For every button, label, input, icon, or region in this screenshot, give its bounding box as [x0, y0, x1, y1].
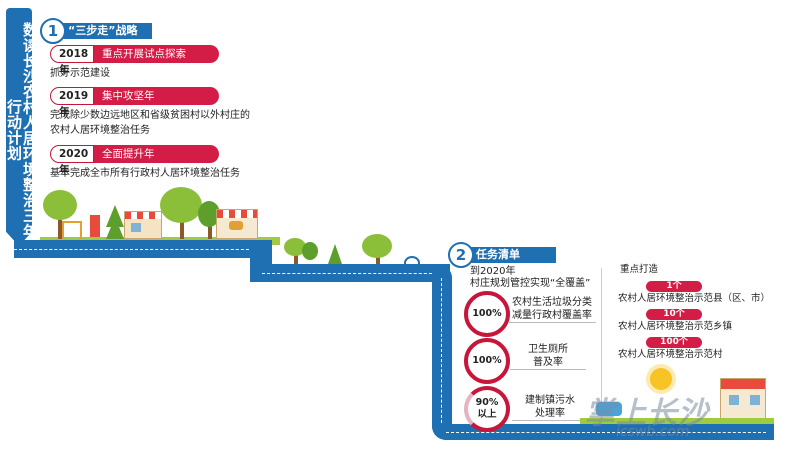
tree-icon [43, 190, 77, 220]
rate-value-suffix: 以上 [477, 409, 497, 420]
bicycle-icon [404, 256, 420, 270]
road-dash [441, 278, 442, 428]
step-desc: 完成除少数边远地区和省级贫困村以外村庄的农村人居环境整治任务 [50, 110, 250, 136]
slide-icon [90, 215, 100, 237]
pine-tree-icon [106, 205, 124, 239]
step-2020: 2020年 全面提升年 基本完成全市所有行政村人居环境整治任务 [50, 145, 260, 181]
section2-header: 任务清单 [454, 247, 556, 263]
rate-circle: 100% [464, 338, 510, 384]
rate-circle: 90% 以上 [464, 386, 510, 432]
section2-title: 任务清单 [476, 248, 520, 261]
task-label-line: 卫生厕所 [528, 344, 568, 355]
tree-trunk [180, 215, 184, 239]
road-vertical [432, 264, 452, 440]
page-title: 数读长沙农村人居环境整治三年行动计划 [5, 21, 39, 239]
step-tag: 全面提升年 [94, 145, 219, 163]
section1-title: “三步走”战略 [68, 24, 138, 37]
tree-icon [160, 187, 202, 223]
task-label-line: 减量行政村覆盖率 [512, 310, 592, 321]
pine-tree-icon [328, 244, 342, 264]
step-2019: 2019年 集中攻坚年 完成除少数边远地区和省级贫困村以外村庄的农村人居环境整治… [50, 87, 260, 138]
section2-intro: 到2020年 村庄规划管控实现“全覆盖” [470, 266, 630, 290]
rate-value: 90% [475, 397, 499, 408]
grass-strip [580, 418, 774, 424]
watermark-url: icswb.com [616, 424, 690, 440]
middle-scenery [280, 232, 430, 270]
focus-label: 农村人居环境整治示范村 [618, 349, 723, 360]
column-divider [601, 268, 602, 418]
focus-count-pill: 100个 [646, 337, 702, 348]
section1-number-badge: 1 [40, 18, 66, 44]
focus-count-pill: 1个 [646, 281, 702, 292]
car-icon [596, 402, 622, 416]
watermark-logo: 掌上长沙 [585, 396, 709, 431]
step-year: 2020年 [50, 145, 94, 176]
section2-number-badge: 2 [448, 242, 474, 268]
swing-icon [62, 221, 82, 239]
intro-line2: 村庄规划管控实现“全覆盖” [470, 278, 591, 289]
step-tag: 集中攻坚年 [94, 87, 219, 105]
task-label-line: 建制镇污水 [525, 395, 575, 406]
tree-icon [302, 242, 318, 260]
tree-icon [362, 234, 392, 258]
step-desc: 抓好示范建设 [50, 68, 110, 79]
tree-trunk [208, 215, 212, 239]
task-label: 建制镇污水 处理率 [512, 394, 588, 421]
road-dash [14, 249, 264, 250]
vertical-title-ribbon: 数读长沙农村人居环境整治三年行动计划 [6, 8, 32, 246]
tree-icon [284, 238, 306, 256]
task-label: 农村生活垃圾分类 减量行政村覆盖率 [508, 296, 596, 323]
sun-icon [650, 368, 672, 390]
shop-building-icon [124, 211, 162, 239]
road-dash [262, 273, 442, 274]
task-label-line: 农村生活垃圾分类 [512, 297, 592, 308]
step-desc: 基本完成全市所有行政村人居环境整治任务 [50, 168, 240, 179]
step-year: 2019年 [50, 87, 94, 118]
section1-header: “三步走”战略 [46, 23, 152, 39]
focus-label: 农村人居环境整治示范乡镇 [618, 321, 733, 332]
focus-count-pill: 10个 [646, 309, 702, 320]
tree-icon [198, 201, 220, 227]
step-tag: 重点开展试点探索 [94, 45, 219, 63]
focus-label: 农村人居环境整治示范县（区、市） [618, 293, 771, 304]
focus-title: 重点打造 [620, 264, 659, 275]
tree-trunk [58, 213, 62, 239]
task-label-line: 处理率 [535, 408, 565, 419]
task-label: 卫生厕所 普及率 [510, 343, 586, 370]
step-year: 2018年 [50, 45, 94, 76]
step-2018: 2018年 重点开展试点探索 抓好示范建设 [50, 45, 250, 81]
restaurant-building-icon [216, 209, 258, 239]
upper-scenery [40, 185, 280, 245]
intro-line1: 到2020年 [470, 266, 516, 277]
task-label-line: 普及率 [533, 357, 563, 368]
road-dash [446, 432, 766, 433]
tree-trunk [294, 250, 298, 264]
rate-circle: 100% [464, 291, 510, 337]
